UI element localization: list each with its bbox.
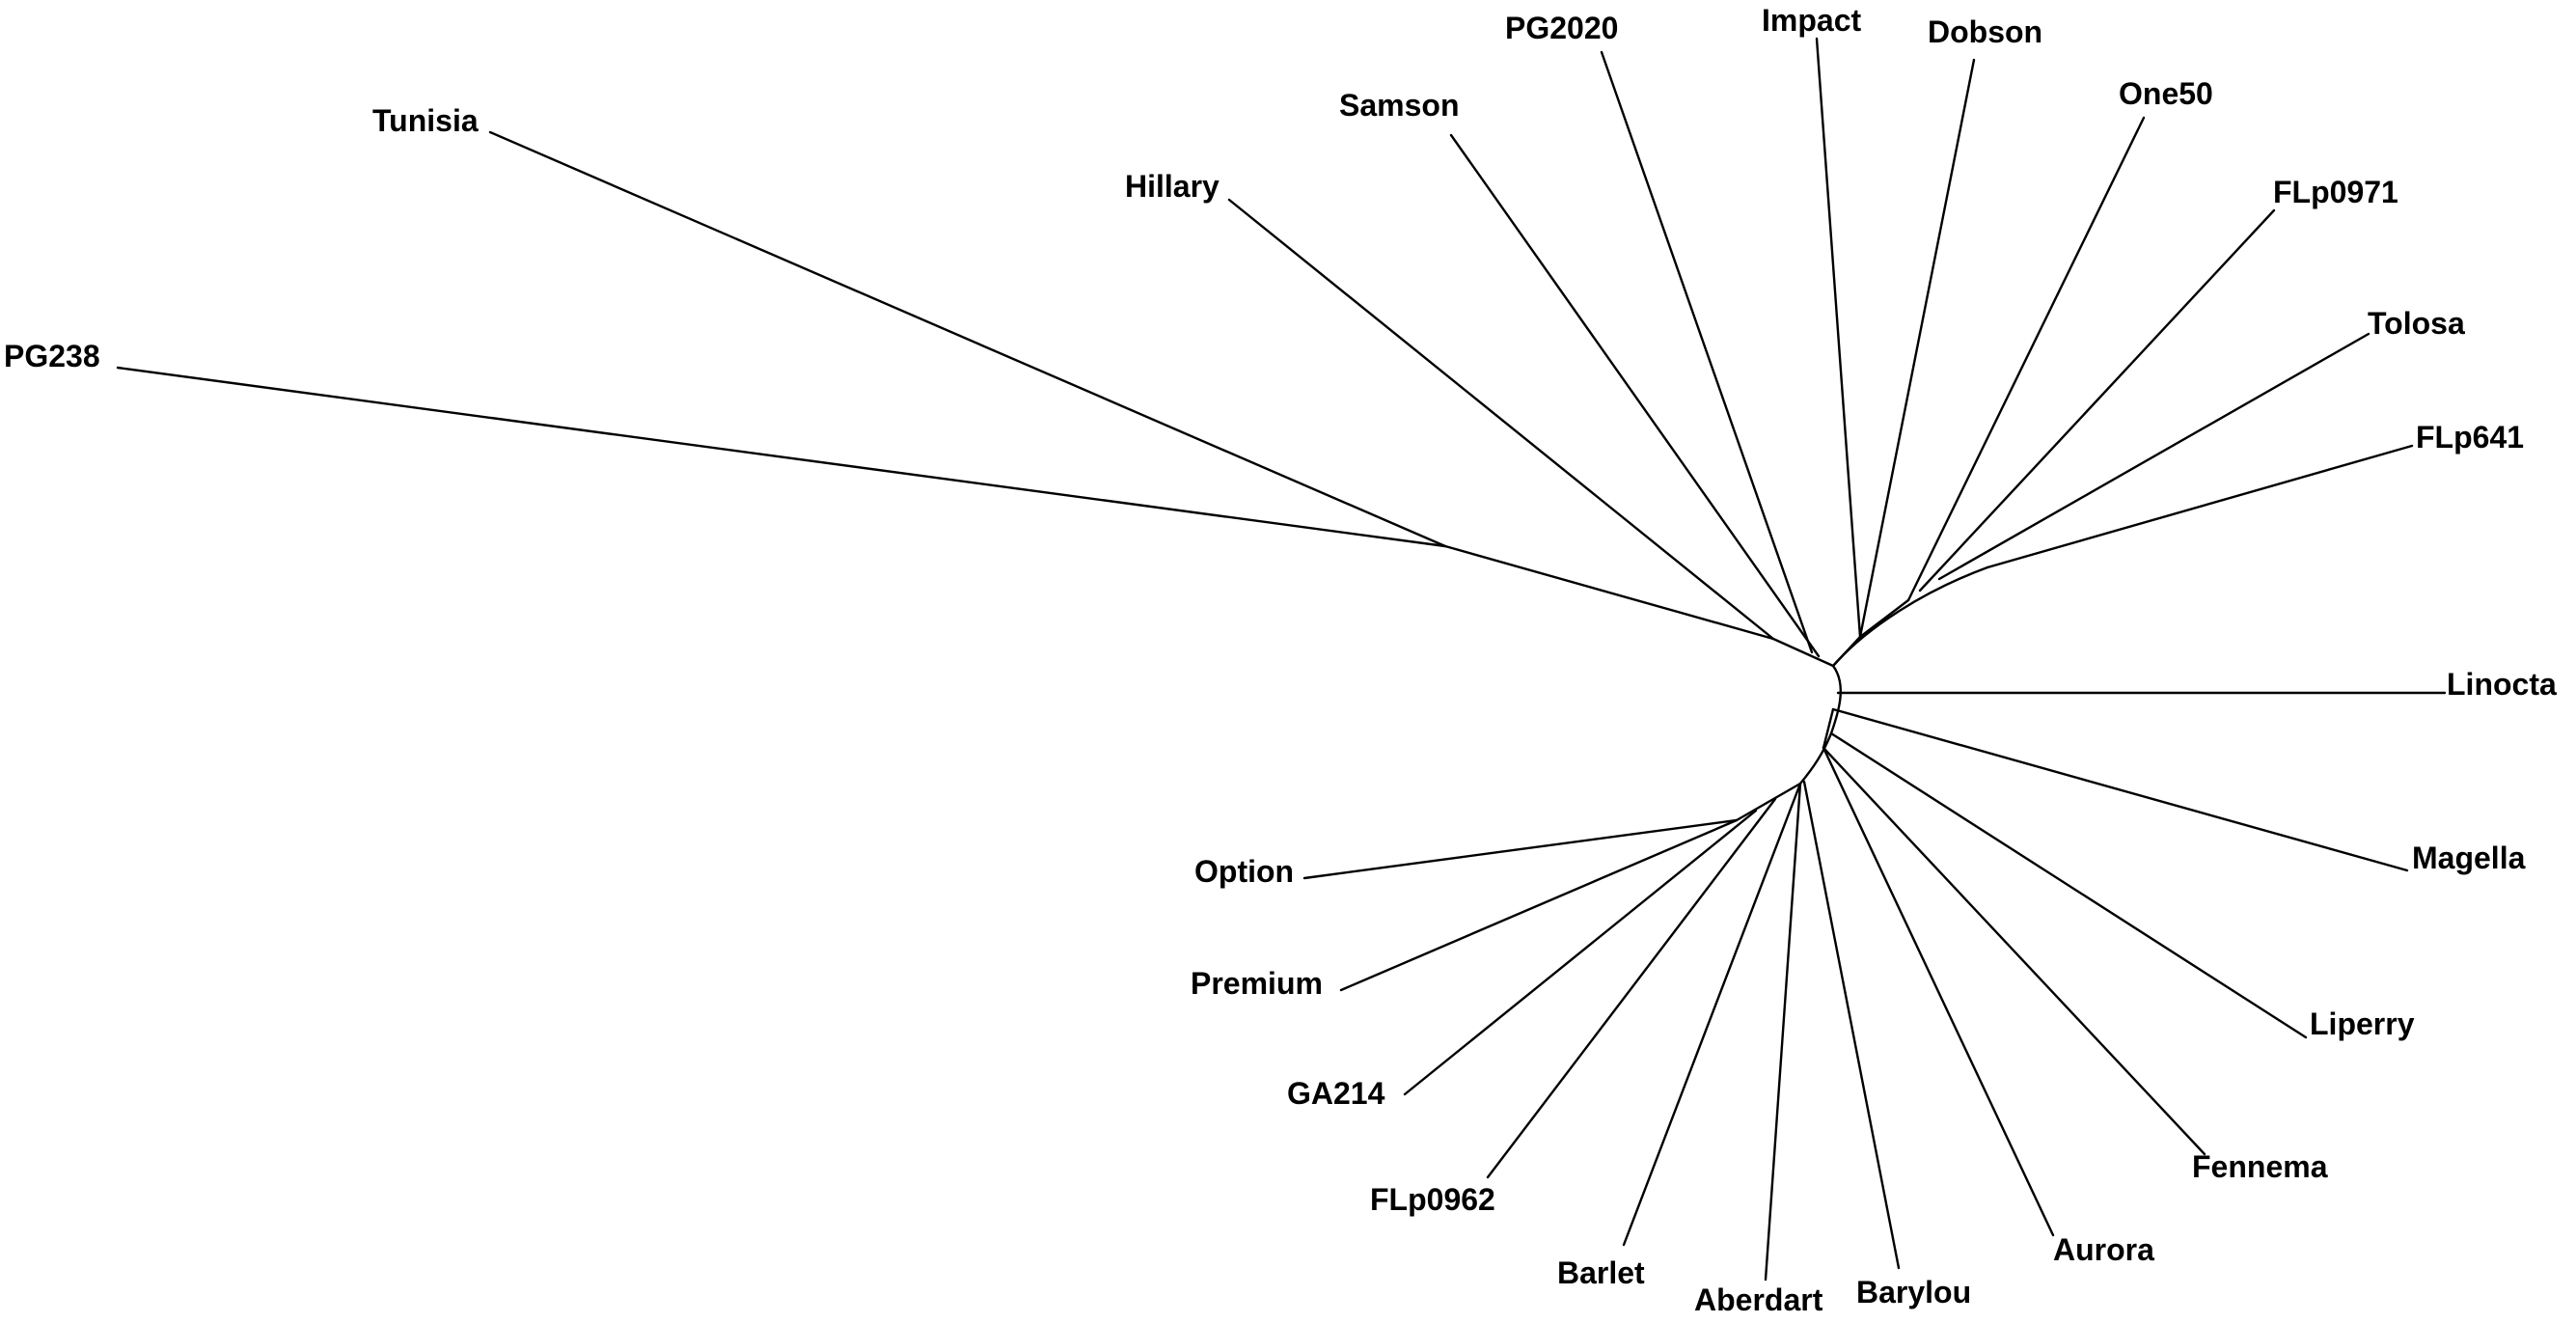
- branch-flp0962: [1486, 797, 1777, 1179]
- leaf-label-samson: Samson: [1339, 88, 1459, 123]
- inner-branch-left: [1771, 637, 1835, 668]
- branch-impact: [1815, 37, 1862, 639]
- branch-aurora: [1822, 746, 2055, 1237]
- leaf-label-tunisia: Tunisia: [372, 103, 479, 138]
- branch-aberdart: [1764, 782, 1802, 1282]
- branch-flp641: [1986, 444, 2414, 569]
- leaf-label-flp641: FLp641: [2416, 420, 2524, 455]
- inner-branch-right-lower: [1822, 707, 1835, 750]
- leaf-label-premium: Premium: [1191, 966, 1323, 1001]
- branch-pg2020: [1600, 50, 1814, 654]
- branch-hillary: [1227, 198, 1775, 641]
- leaf-label-pg238: PG238: [4, 339, 100, 373]
- leaf-label-magella: Magella: [2412, 841, 2526, 875]
- inner-branch-left-upper: [1443, 544, 1775, 641]
- leaf-label-one50: One50: [2119, 76, 2213, 111]
- branch-tunisia: [488, 130, 1447, 548]
- leaf-label-barylou: Barylou: [1856, 1275, 1971, 1309]
- leaf-label-impact: Impact: [1762, 3, 1861, 38]
- branch-barlet: [1622, 782, 1802, 1247]
- inner-branch-top: [1831, 635, 1862, 668]
- branch-magella: [1831, 707, 2409, 872]
- branch-one50: [1906, 116, 2146, 602]
- branch-samson: [1449, 133, 1821, 658]
- central-spine-lower: [1798, 664, 1842, 786]
- leaf-label-linocta: Linocta: [2447, 667, 2557, 702]
- leaf-label-dobson: Dobson: [1928, 14, 2042, 49]
- branch-pg238: [116, 366, 1447, 548]
- leaf-label-flp0971: FLp0971: [2273, 175, 2398, 209]
- branch-barylou: [1802, 780, 1901, 1270]
- leaf-label-aurora: Aurora: [2053, 1232, 2154, 1267]
- leaf-label-fennema: Fennema: [2192, 1149, 2328, 1184]
- branch-tolosa: [1937, 332, 2370, 581]
- leaf-label-hillary: Hillary: [1125, 169, 1219, 204]
- leaf-label-tolosa: Tolosa: [2368, 306, 2465, 341]
- branch-fennema: [1822, 746, 2206, 1156]
- branch-dobson: [1858, 58, 1976, 639]
- branch-liperry: [1829, 731, 2308, 1039]
- branch-premium: [1339, 818, 1739, 992]
- leaf-label-aberdart: Aberdart: [1694, 1282, 1823, 1317]
- branch-ga214: [1403, 809, 1758, 1096]
- branch-flp0971: [1918, 208, 2276, 593]
- leaf-label-liperry: Liperry: [2310, 1006, 2415, 1041]
- leaf-label-flp0962: FLp0962: [1370, 1182, 1495, 1217]
- inner-branch-bottom: [1735, 782, 1802, 822]
- leaf-label-option: Option: [1194, 854, 1294, 889]
- leaf-label-barlet: Barlet: [1557, 1255, 1645, 1290]
- leaf-label-pg2020: PG2020: [1505, 11, 1618, 45]
- leaf-label-ga214: GA214: [1287, 1076, 1385, 1111]
- inner-branch-top-right: [1858, 598, 1910, 639]
- branch-option: [1302, 818, 1739, 880]
